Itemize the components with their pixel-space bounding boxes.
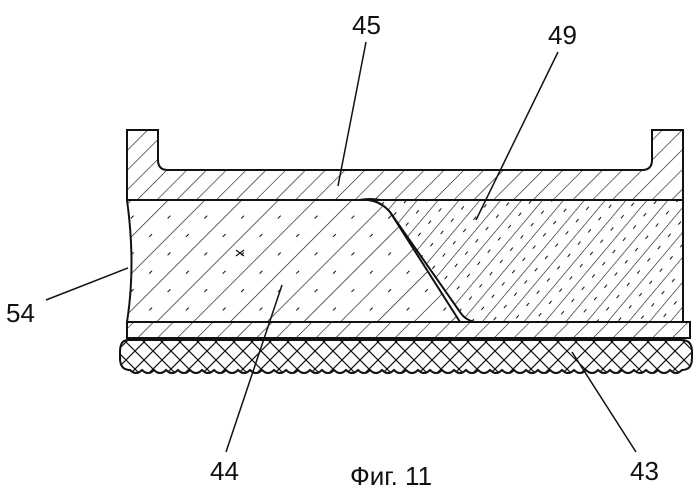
label-45: 45 [352,12,381,38]
layer-45 [127,130,683,200]
label-49: 49 [548,22,577,48]
layer-43 [120,340,692,373]
leader-54 [46,268,128,300]
label-54: 54 [6,300,35,326]
label-44: 44 [210,458,239,484]
figure-caption: Фиг. 11 [350,463,432,489]
label-43: 43 [630,458,659,484]
leader-45 [338,42,366,186]
thin-strip [127,322,690,338]
